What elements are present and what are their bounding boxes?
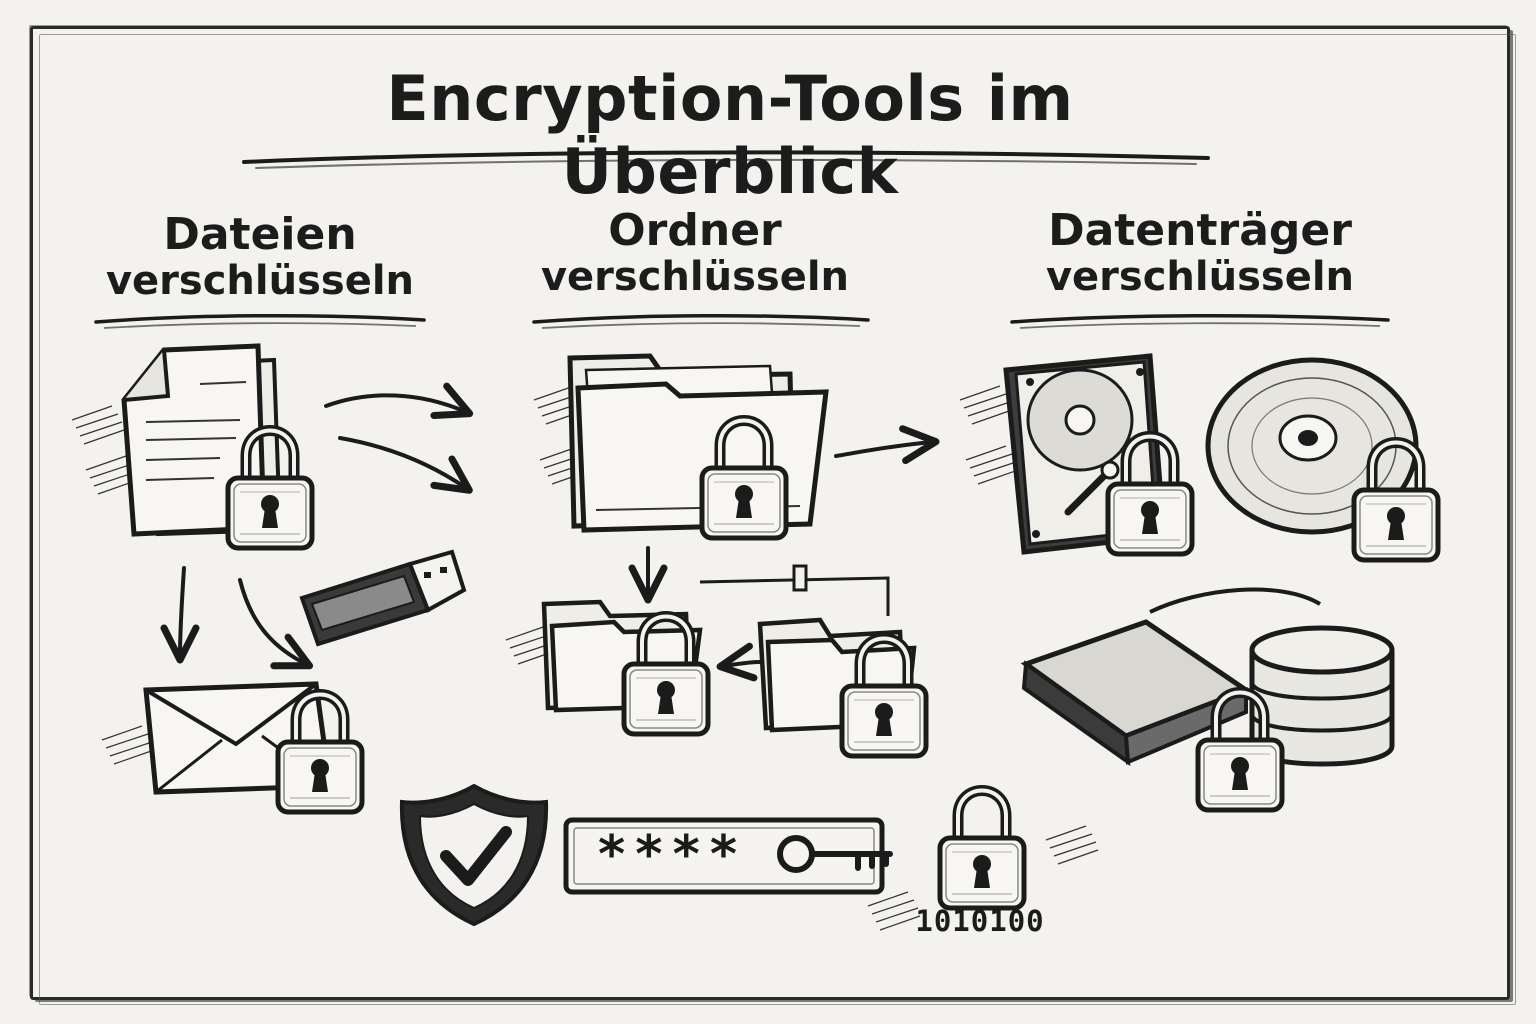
folders-heading-line1: Ordner <box>608 205 782 256</box>
files-heading: Dateien verschlüsseln <box>90 210 430 304</box>
key-icon <box>777 835 893 873</box>
drives-heading-line2: verschlüsseln <box>1045 254 1355 301</box>
bottom-padlock-icon <box>940 791 1024 909</box>
files-heading-line1: Dateien <box>163 209 357 260</box>
arrow-between-subfolders <box>716 642 762 682</box>
arrow-to-folders-1 <box>324 382 474 420</box>
folders-heading: Ordner verschlüsseln <box>520 206 870 300</box>
files-heading-line2: verschlüsseln <box>105 258 415 305</box>
drives-heading: Datenträger verschlüsseln <box>1010 206 1390 300</box>
drives-heading-underline <box>1010 313 1390 329</box>
shield-check-icon <box>399 783 549 927</box>
arrow-to-folders-2 <box>338 436 473 494</box>
folders-heading-underline <box>532 313 870 329</box>
title-underline <box>242 150 1210 169</box>
database-icon <box>1249 625 1395 767</box>
usb-stick-icon <box>299 549 467 647</box>
arrow-to-envelope <box>160 566 200 664</box>
folders-heading-line2: verschlüsseln <box>540 254 850 301</box>
sketch-frame <box>30 26 1516 1005</box>
files-heading-underline <box>94 313 426 329</box>
password-mask: **** <box>596 825 746 885</box>
drives-heading-line1: Datenträger <box>1048 205 1352 256</box>
arrow-to-drives <box>834 425 940 465</box>
arrow-to-usb <box>238 578 314 670</box>
folder-tree-connector <box>699 564 890 616</box>
binary-label: 1010100 <box>915 904 1045 938</box>
page-title: Encryption-Tools im Überblick <box>386 62 1074 208</box>
